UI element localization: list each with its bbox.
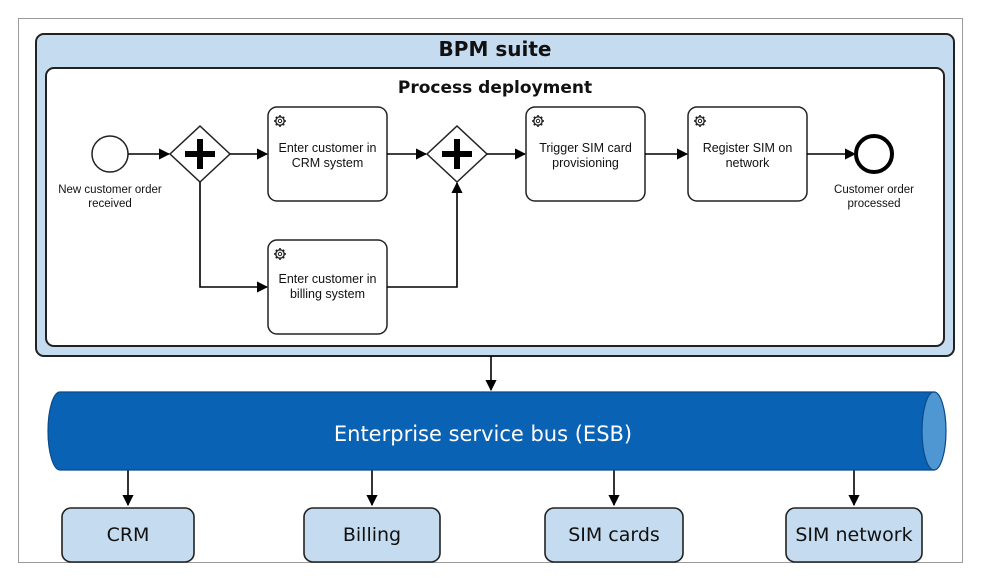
start-event: [91, 135, 129, 173]
system-crm: [61, 507, 195, 563]
task-label: Enter customer in CRM system: [278, 141, 377, 170]
bpm-suite-title: BPM suite: [438, 37, 552, 61]
flow-split-to-billing: [199, 182, 269, 293]
system-billing: [303, 507, 441, 563]
esb-bus: [47, 391, 947, 471]
system-label: SIM cards: [568, 524, 660, 546]
esb-title: Enterprise service bus (ESB): [333, 422, 633, 446]
system-sim-cards: [544, 507, 684, 563]
task-label: Enter customer in billing system: [278, 272, 377, 301]
task-label: Register SIM on network: [702, 141, 793, 170]
start-event-label: New customer order received: [58, 184, 162, 210]
task-label: Trigger SIM card provisioning: [539, 141, 632, 170]
system-label: SIM network: [795, 524, 913, 546]
end-event-label: Customer order processed: [834, 184, 914, 210]
figure-frame: [18, 18, 963, 563]
system-label: Billing: [342, 524, 402, 546]
end-event: [854, 134, 894, 174]
system-sim-network: [785, 507, 923, 563]
flow-billing-to-join: [387, 181, 463, 288]
process-deployment-title: Process deployment: [397, 78, 593, 98]
process-deployment-container: [45, 67, 945, 347]
system-label: CRM: [106, 524, 150, 546]
